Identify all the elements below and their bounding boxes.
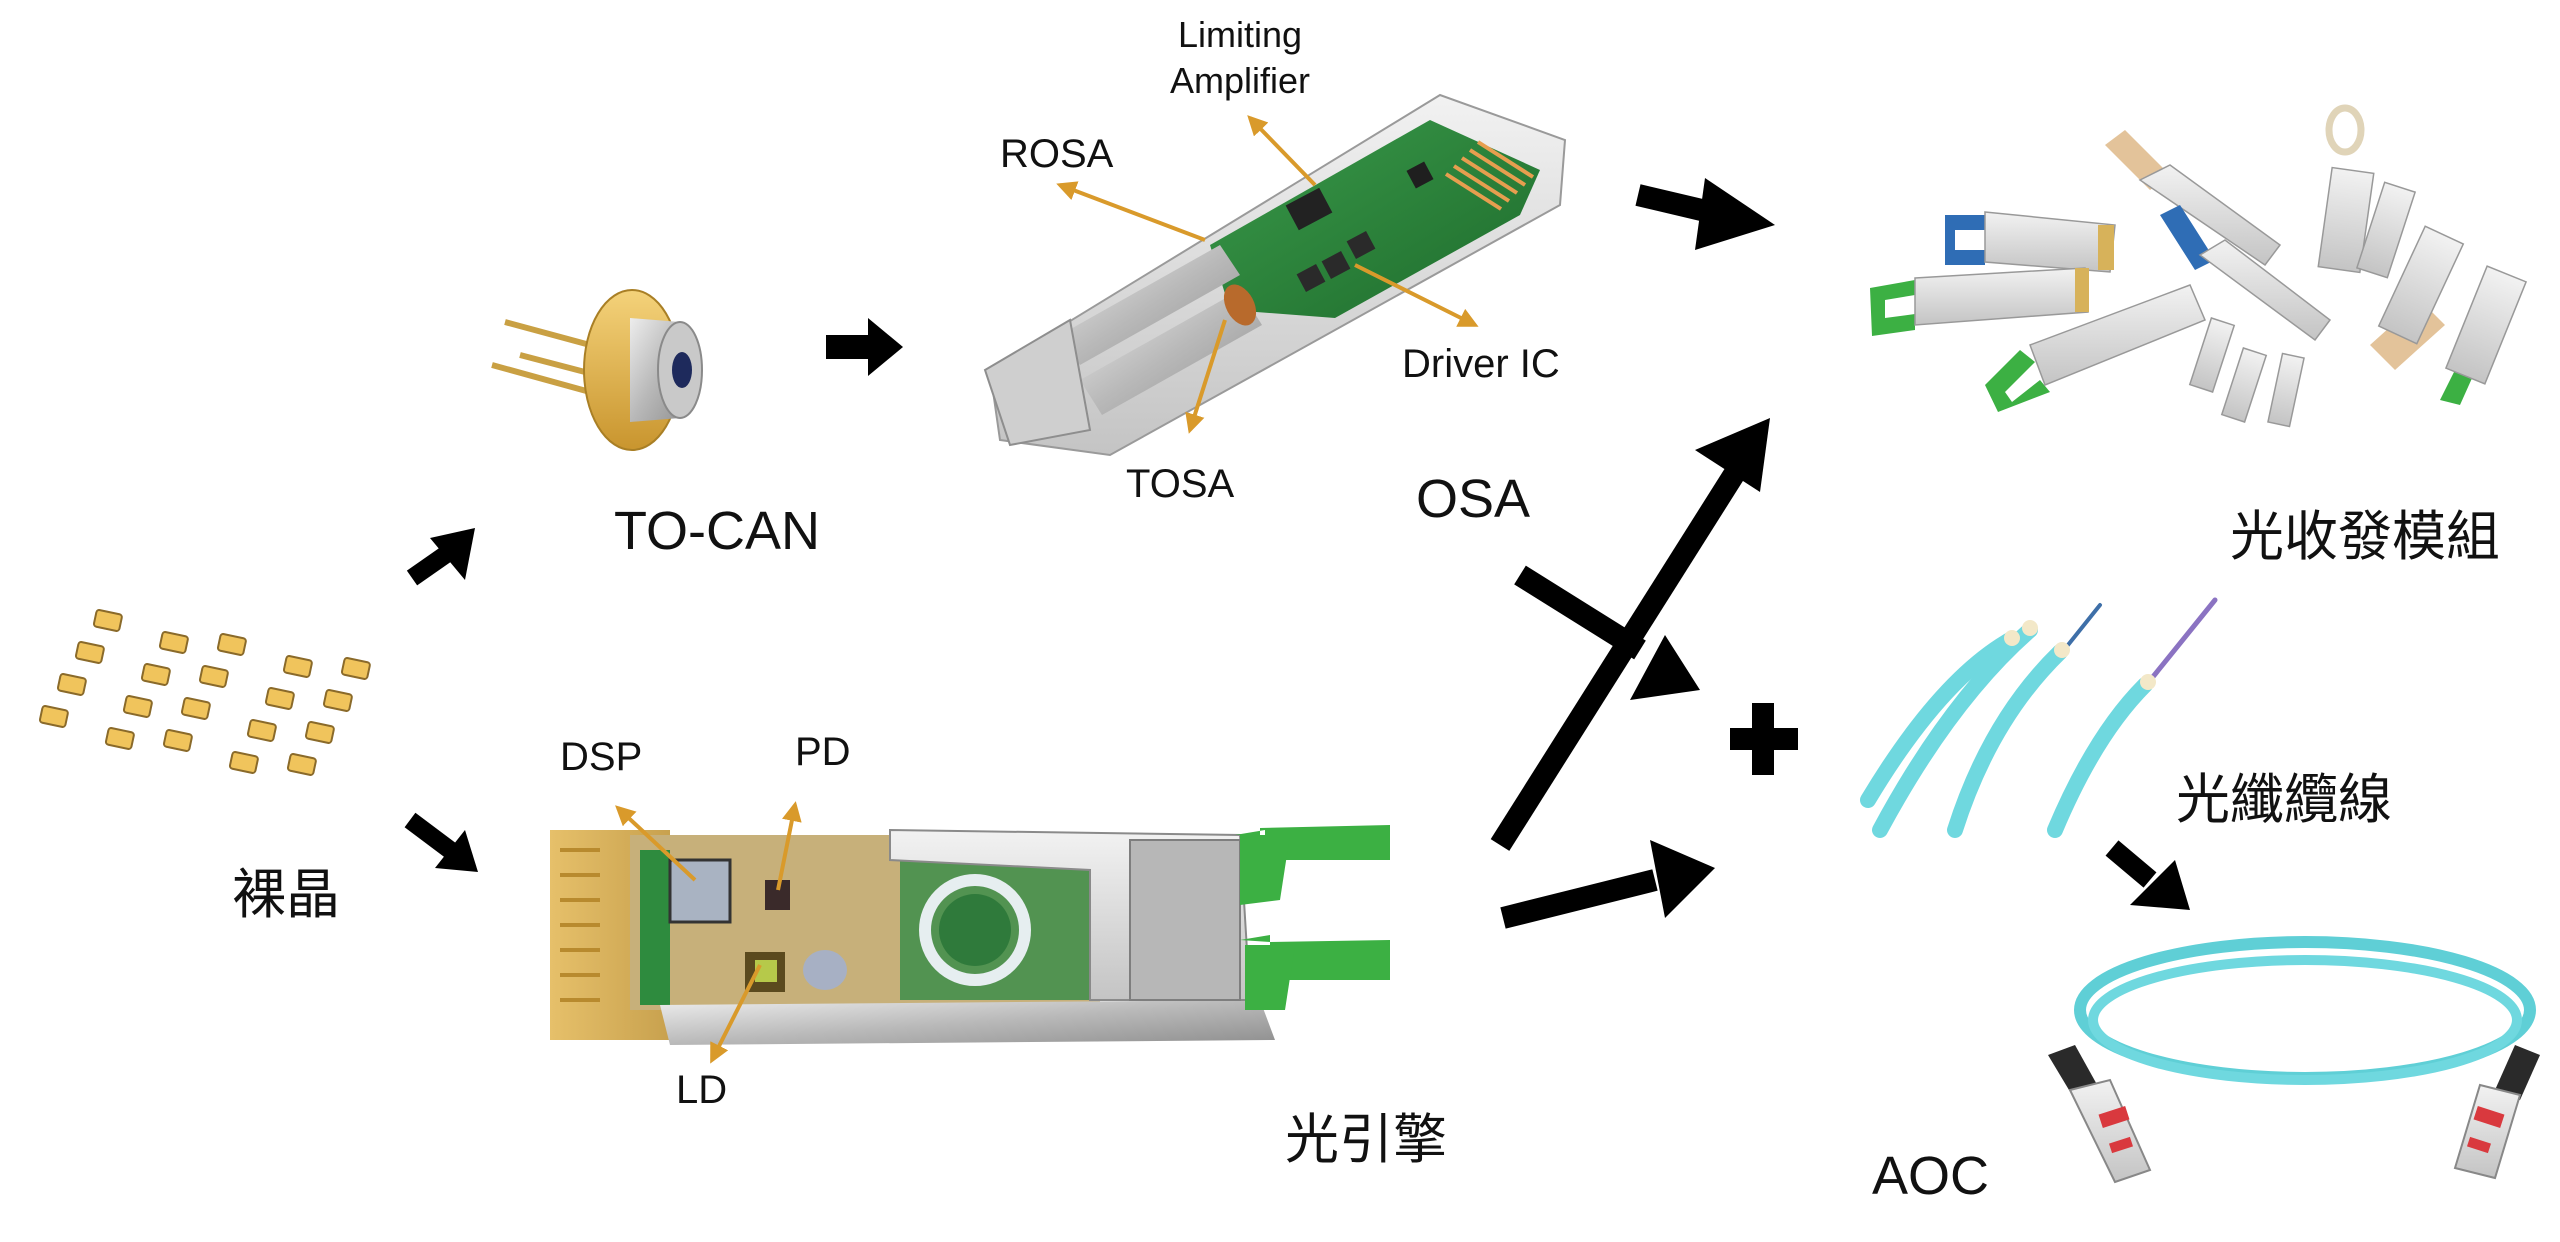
fiber-cables-image	[1860, 597, 2218, 838]
callout-tosa: TOSA	[1126, 462, 1235, 506]
arrow-osa-to-fiber	[1514, 565, 1700, 700]
callout-limiting-amplifier-line1: Limiting	[1177, 14, 1303, 55]
callout-limiting-amplifier-line2: Amplifier	[1169, 60, 1311, 101]
callout-rosa: ROSA	[1000, 132, 1114, 176]
callout-limiting-amplifier: Limiting Amplifier	[1140, 12, 1340, 104]
callout-driver-ic: Driver IC	[1402, 342, 1560, 386]
optical-engine-image	[550, 801, 1390, 1064]
arrow-osa-to-transceiver	[1635, 178, 1775, 250]
label-transceiver: 光收發模組	[2230, 505, 2500, 568]
bare-die-chip	[158, 631, 189, 654]
bare-die-chip	[340, 657, 371, 680]
bare-die-chip	[216, 633, 247, 656]
label-bare-die: 裸晶	[232, 863, 340, 926]
to-can-image	[491, 289, 703, 451]
bare-die-chip	[92, 609, 123, 632]
arrow-tocan-to-osa	[826, 318, 903, 376]
label-fiber-cable: 光纖纜線	[2176, 768, 2392, 831]
aoc-cable-image	[2048, 936, 2540, 1184]
bare-die-chip	[228, 751, 259, 774]
label-to-can: TO-CAN	[614, 501, 821, 561]
bare-die-image	[38, 609, 371, 776]
callout-dsp: DSP	[560, 735, 643, 779]
bare-die-chip	[304, 721, 335, 744]
arrow-fiber-to-aoc	[2105, 840, 2190, 910]
bare-die-chip	[74, 641, 105, 664]
label-osa: OSA	[1416, 469, 1531, 529]
callout-ld: LD	[676, 1068, 728, 1112]
bare-die-chip	[282, 655, 313, 678]
arrow-die-to-tocan	[406, 528, 475, 586]
transceiver-modules-image	[1870, 104, 2528, 428]
arrow-engine-to-transceiver	[1490, 418, 1770, 851]
bare-die-chip	[140, 663, 171, 686]
osa-module-image	[983, 93, 1567, 457]
bare-die-chip	[38, 705, 69, 728]
arrow-engine-to-fiber	[1500, 840, 1715, 929]
bare-die-chip	[104, 727, 135, 750]
plus-icon	[1730, 703, 1798, 775]
label-optical-engine: 光引擎	[1285, 1108, 1447, 1171]
bare-die-chip	[162, 729, 193, 752]
label-aoc: AOC	[1872, 1146, 1990, 1206]
bare-die-chip	[264, 687, 295, 710]
bare-die-chip	[246, 719, 277, 742]
bare-die-chip	[122, 695, 153, 718]
bare-die-chip	[198, 665, 229, 688]
bare-die-chip	[286, 753, 317, 776]
arrow-die-to-engine	[404, 812, 478, 872]
bare-die-chip	[322, 689, 353, 712]
callout-pd: PD	[795, 730, 851, 774]
bare-die-chip	[180, 697, 211, 720]
bare-die-chip	[56, 673, 87, 696]
